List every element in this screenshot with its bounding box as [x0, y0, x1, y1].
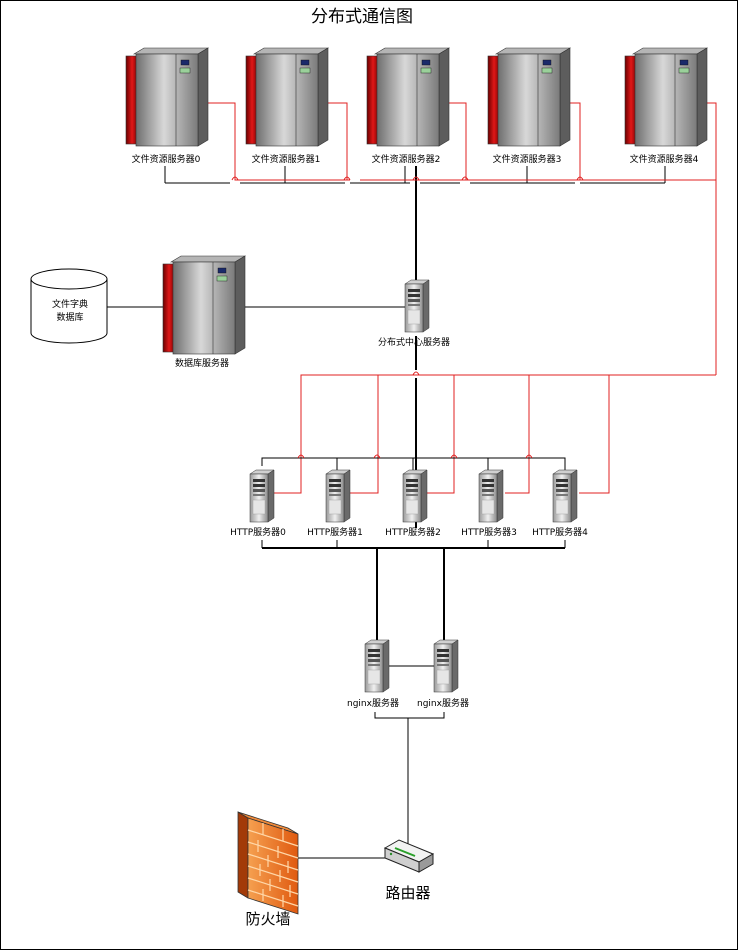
http-server-3[interactable]: [478, 469, 504, 523]
file-server-1[interactable]: [245, 47, 329, 147]
http-server-label: HTTP服务器3: [461, 526, 517, 538]
firewall[interactable]: [237, 811, 299, 915]
nginx-server-label: nginx服务器: [417, 697, 469, 709]
file-server-2[interactable]: [366, 47, 450, 147]
nginx-server-label: nginx服务器: [347, 697, 399, 709]
http-server-0[interactable]: [249, 469, 275, 523]
file-server-label: 文件资源服务器1: [252, 153, 321, 165]
http-server-label: HTTP服务器1: [307, 526, 363, 538]
diagram-title: 分布式通信图: [311, 7, 413, 27]
file-server-3[interactable]: [487, 47, 571, 147]
database-server-label: 数据库服务器: [175, 357, 229, 369]
file-server-label: 文件资源服务器0: [132, 153, 201, 165]
http-server-label: HTTP服务器0: [230, 526, 286, 538]
http-servers: HTTP服务器0 HTTP服务器1 HTTP服务器2 HTTP服务器3 HTTP…: [230, 469, 588, 538]
router[interactable]: [383, 839, 435, 873]
router-label: 路由器: [385, 884, 430, 902]
file-servers: 文件资源服务器0 文件资源服务器1 文件资源服务器2 文件资源服务器3 文件资源…: [125, 47, 708, 165]
http-server-1[interactable]: [325, 469, 351, 523]
http-server-2[interactable]: [402, 469, 428, 523]
database-cylinder[interactable]: 文件字典 数据库: [30, 268, 108, 344]
file-server-4[interactable]: [624, 47, 708, 147]
nginx-server-1[interactable]: [433, 639, 459, 693]
central-server[interactable]: [404, 279, 430, 333]
http-server-4[interactable]: [552, 469, 578, 523]
database-server[interactable]: [162, 255, 246, 355]
nginx-server-0[interactable]: [364, 639, 390, 693]
http-server-label: HTTP服务器2: [385, 526, 441, 538]
file-server-label: 文件资源服务器3: [493, 153, 562, 165]
database-label-line2: 数据库: [56, 311, 83, 323]
central-server-label: 分布式中心服务器: [378, 336, 450, 348]
firewall-label: 防火墙: [245, 910, 290, 928]
file-server-label: 文件资源服务器4: [630, 153, 699, 165]
database-label-line1: 文件字典: [52, 298, 88, 310]
file-server-0[interactable]: [125, 47, 209, 147]
file-server-label: 文件资源服务器2: [372, 153, 441, 165]
http-server-label: HTTP服务器4: [532, 526, 588, 538]
